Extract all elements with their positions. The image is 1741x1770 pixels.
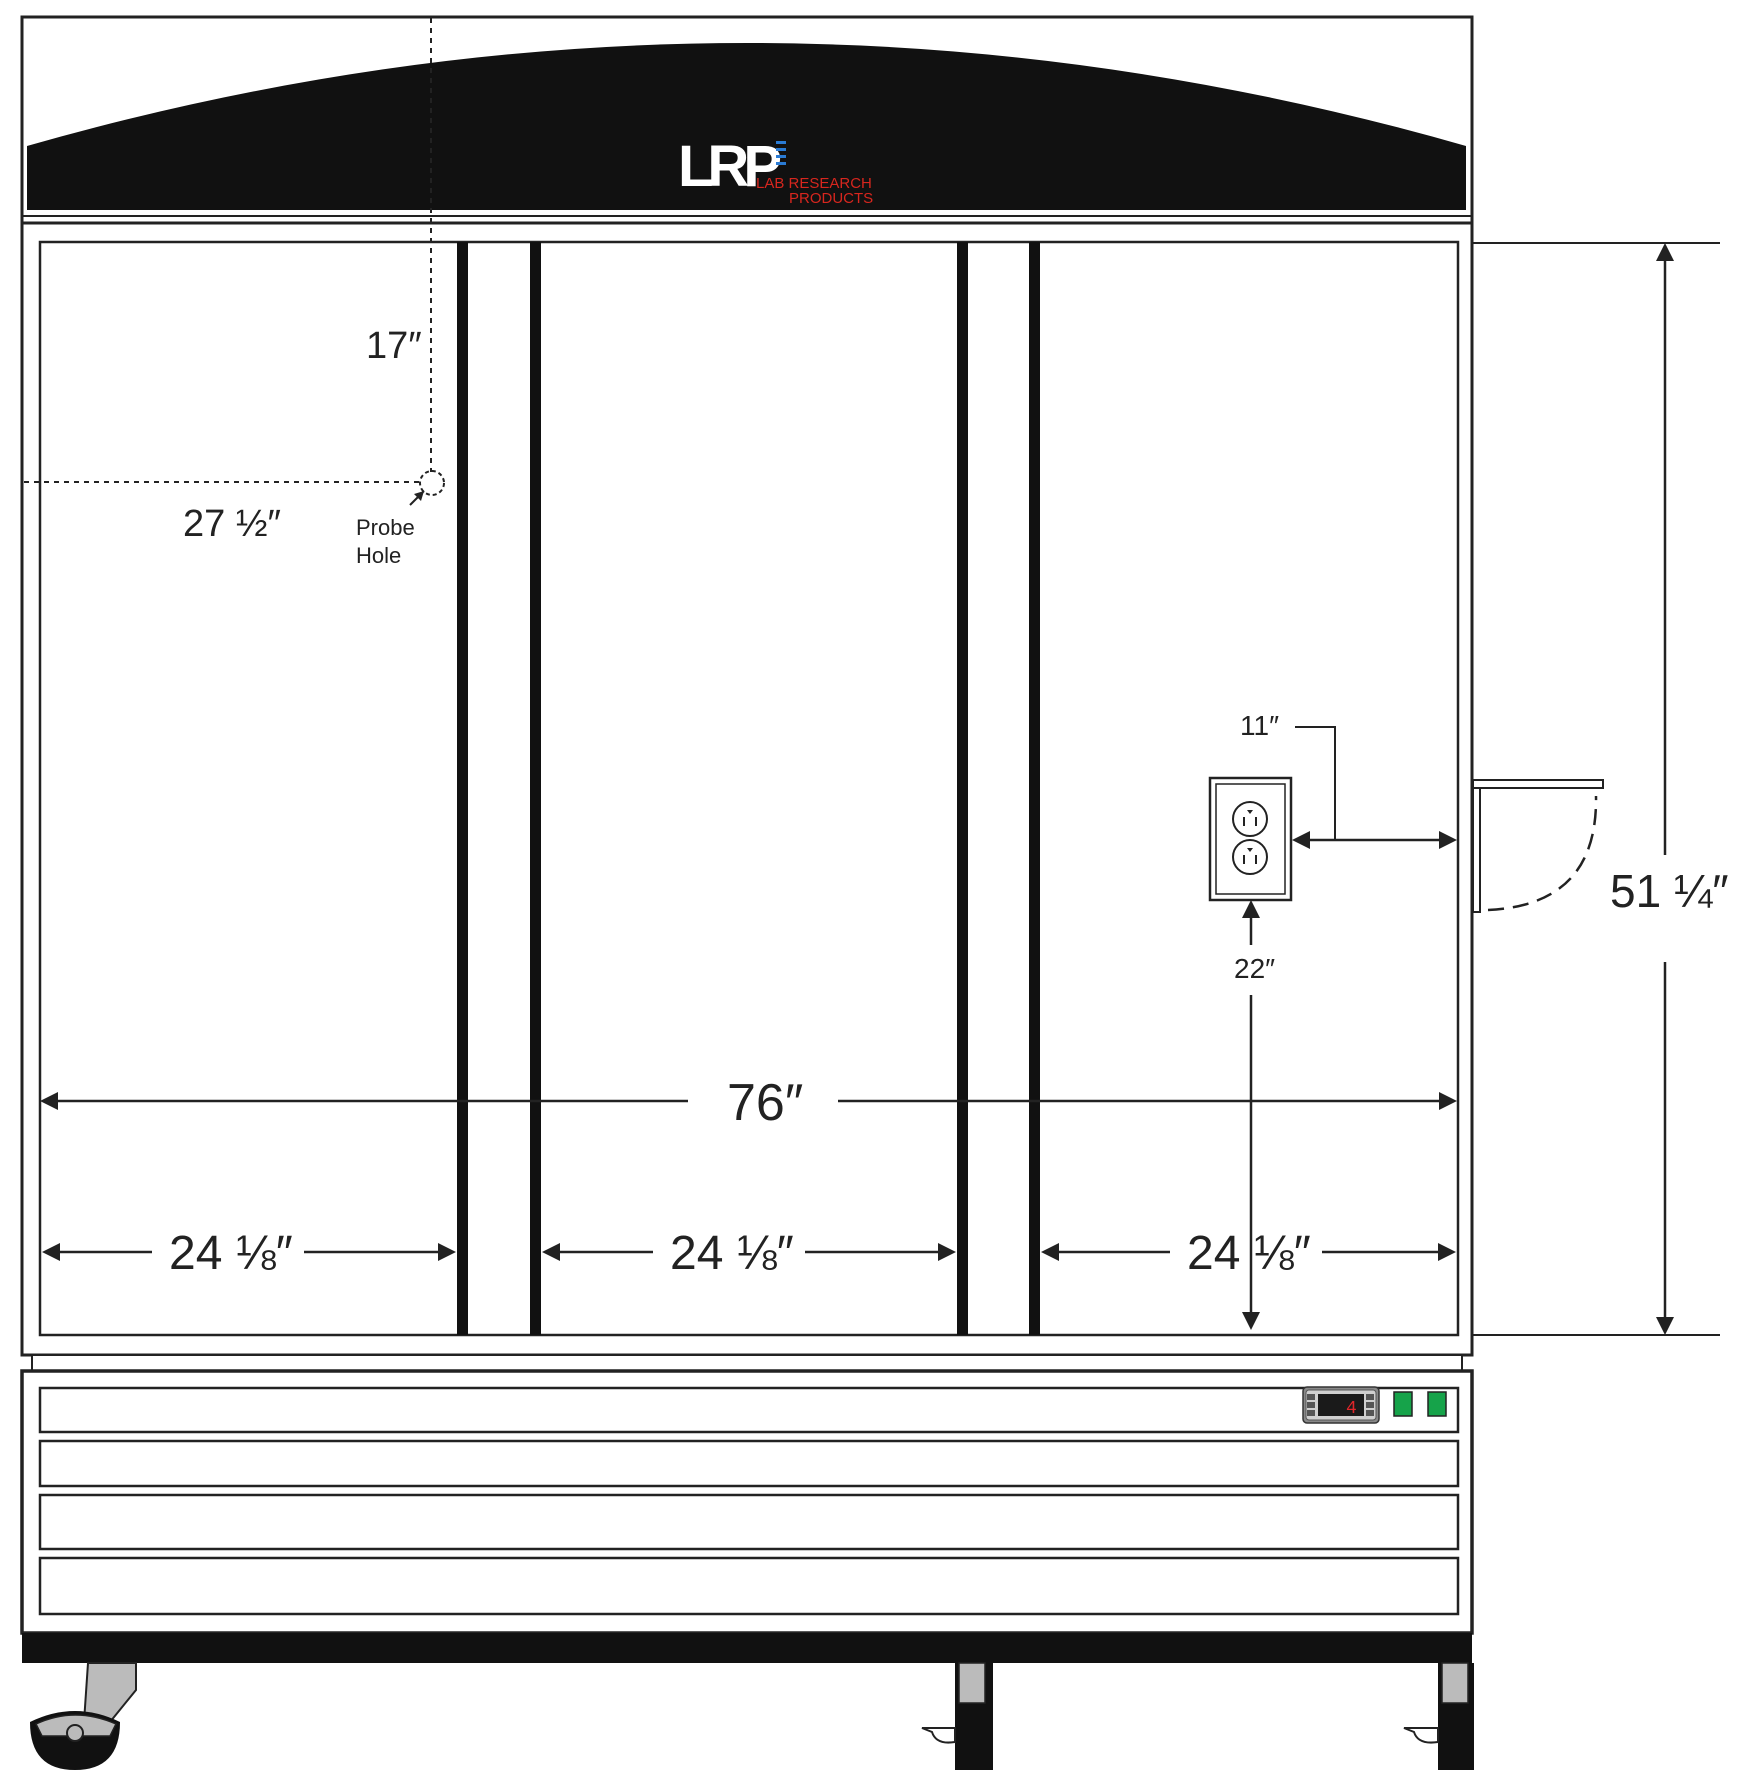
outlet-side-dimension: 11″ — [1240, 710, 1279, 741]
caster-right-icon — [1403, 1662, 1474, 1770]
door-swing-indicator — [1472, 779, 1604, 913]
caster-middle-icon — [921, 1662, 993, 1770]
top-canopy — [20, 15, 1474, 225]
door-height-dimension: 51 ¼″ — [1610, 865, 1729, 917]
logo-letters: LRP — [678, 134, 780, 199]
overall-width-dimension: 76″ — [727, 1074, 803, 1132]
outlet-height-dimension: 22″ — [1234, 953, 1275, 984]
logo-stripe-icon — [776, 141, 786, 144]
outlet-height-arrow — [1242, 900, 1260, 1330]
outlet-icon — [1208, 776, 1293, 902]
door-left-width: 24 ⅛″ — [169, 1227, 293, 1280]
cabinet-body — [20, 221, 1474, 1372]
door-width-arrows — [42, 1243, 1456, 1261]
outlet-side-arrow — [1292, 726, 1457, 849]
door-dividers — [457, 242, 1040, 1335]
door-right-width: 24 ⅛″ — [1187, 1227, 1311, 1280]
indicator-light-2 — [1427, 1391, 1447, 1417]
logo-line-2: PRODUCTS — [789, 190, 873, 207]
canopy-arch — [27, 43, 1466, 210]
probe-label-line-2: Hole — [356, 543, 401, 568]
logo-line-1: LAB RESEARCH — [756, 175, 872, 192]
caster-left-icon — [30, 1662, 137, 1770]
door-divider-1b — [530, 242, 541, 1335]
controller-display: 4 — [1346, 1399, 1357, 1419]
door-divider-2a — [957, 242, 968, 1335]
probe-horizontal-dimension: 27 ½″ — [183, 503, 281, 545]
door-divider-2b — [1029, 242, 1040, 1335]
probe-vertical-dimension: 17″ — [366, 325, 422, 367]
door-height-arrow — [1472, 242, 1720, 1336]
overall-width-arrow — [40, 1092, 1457, 1110]
door-middle-width: 24 ⅛″ — [670, 1227, 794, 1280]
probe-hole-icon — [419, 470, 445, 496]
probe-label-line-1: Probe — [356, 515, 415, 540]
door-divider-1a — [457, 242, 468, 1335]
indicator-light-1 — [1393, 1391, 1413, 1417]
brand-logo: LRP LAB RESEARCH PRODUCTS — [678, 134, 873, 207]
probe-hole-guides — [24, 18, 445, 506]
temperature-controller: 4 — [1302, 1386, 1380, 1424]
base-grille — [20, 1369, 1474, 1663]
